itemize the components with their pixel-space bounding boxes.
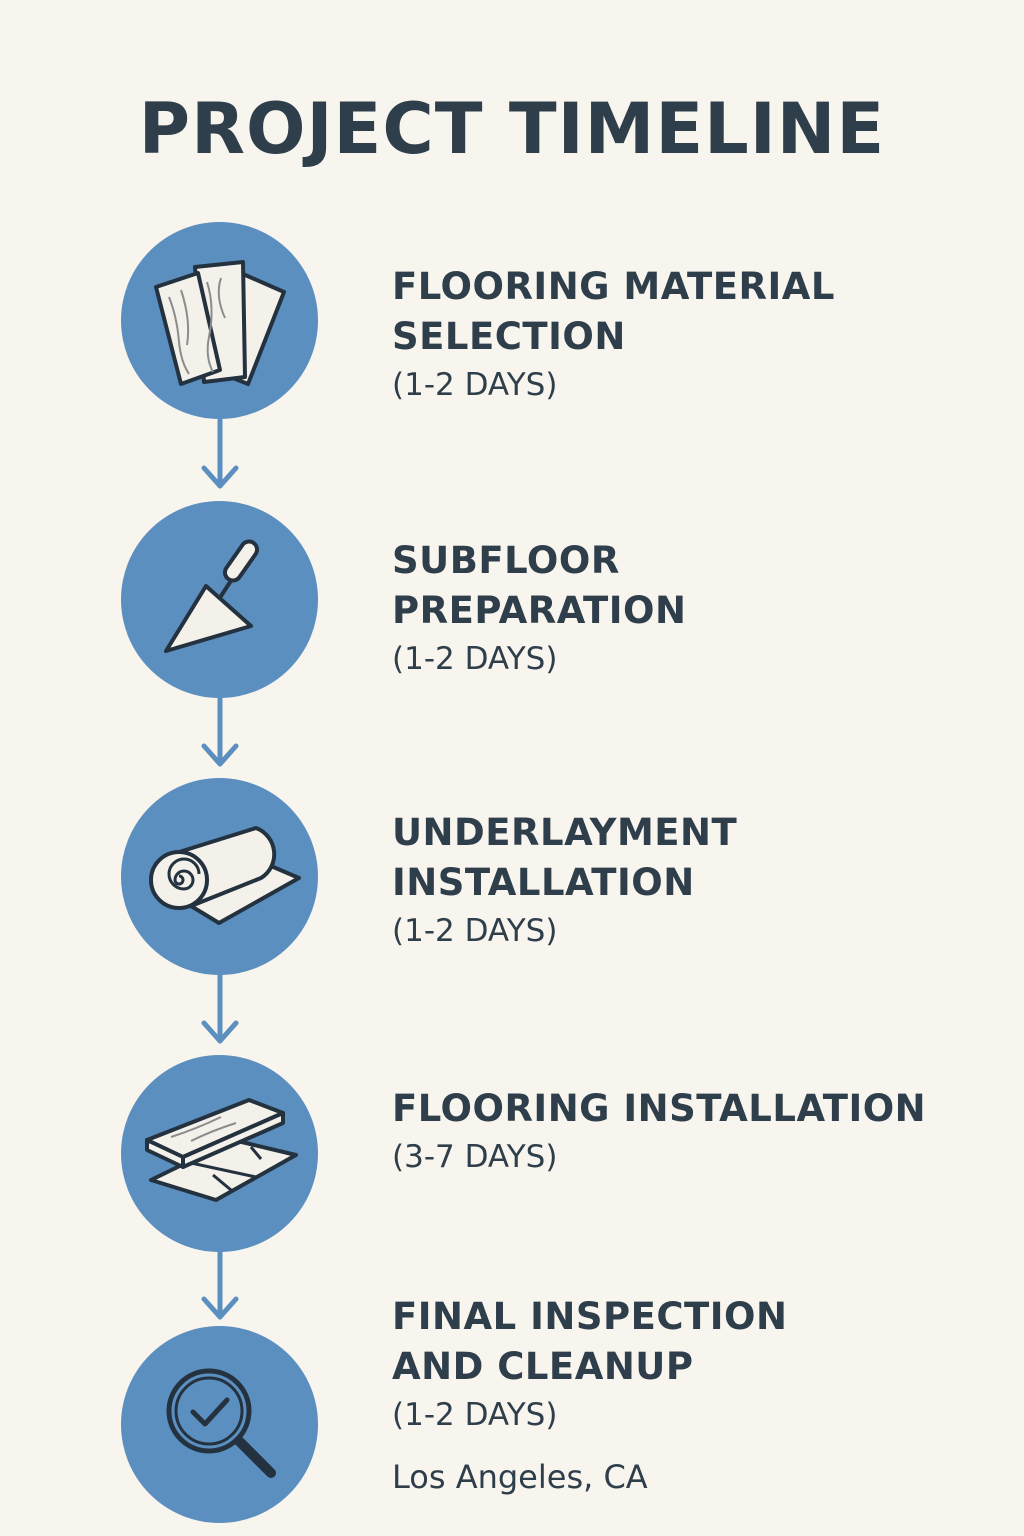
underlayment-roll-icon (121, 778, 318, 975)
step-1-text: FLOORING MATERIAL SELECTION (1-2 DAYS) (392, 262, 835, 408)
down-arrow-icon (198, 416, 242, 496)
step-2-title-line-2: PREPARATION (392, 589, 687, 632)
step-1-title-line-2: SELECTION (392, 315, 626, 358)
down-arrow-icon (198, 694, 242, 774)
step-3-title-line-1: UNDERLAYMENT (392, 811, 738, 854)
step-5-text: FINAL INSPECTION AND CLEANUP (1-2 DAYS) (392, 1292, 787, 1438)
step-5-title-line-2: AND CLEANUP (392, 1345, 694, 1388)
step-4-duration: (3-7 DAYS) (392, 1139, 558, 1175)
step-4-title-line-1: FLOORING INSTALLATION (392, 1087, 927, 1130)
step-5-title-line-1: FINAL INSPECTION (392, 1295, 788, 1338)
step-2-duration: (1-2 DAYS) (392, 641, 558, 677)
down-arrow-icon (198, 971, 242, 1051)
step-4-text: FLOORING INSTALLATION (3-7 DAYS) (392, 1084, 926, 1180)
down-arrow-icon (198, 1247, 242, 1327)
step-5-duration: (1-2 DAYS) (392, 1397, 558, 1433)
magnifier-check-icon (121, 1326, 318, 1523)
step-3-duration: (1-2 DAYS) (392, 913, 558, 949)
step-1-title-line-1: FLOORING MATERIAL (392, 265, 835, 308)
location-text: Los Angeles, CA (392, 1458, 648, 1496)
step-2-title-line-1: SUBFLOOR (392, 539, 620, 582)
step-3-title-line-2: INSTALLATION (392, 861, 695, 904)
flooring-samples-icon (121, 222, 318, 419)
step-3-text: UNDERLAYMENT INSTALLATION (1-2 DAYS) (392, 808, 737, 954)
step-1-duration: (1-2 DAYS) (392, 367, 558, 403)
trowel-icon (121, 501, 318, 698)
page-title: PROJECT TIMELINE (138, 88, 886, 170)
step-2-text: SUBFLOOR PREPARATION (1-2 DAYS) (392, 536, 686, 682)
floor-planks-icon (121, 1055, 318, 1252)
